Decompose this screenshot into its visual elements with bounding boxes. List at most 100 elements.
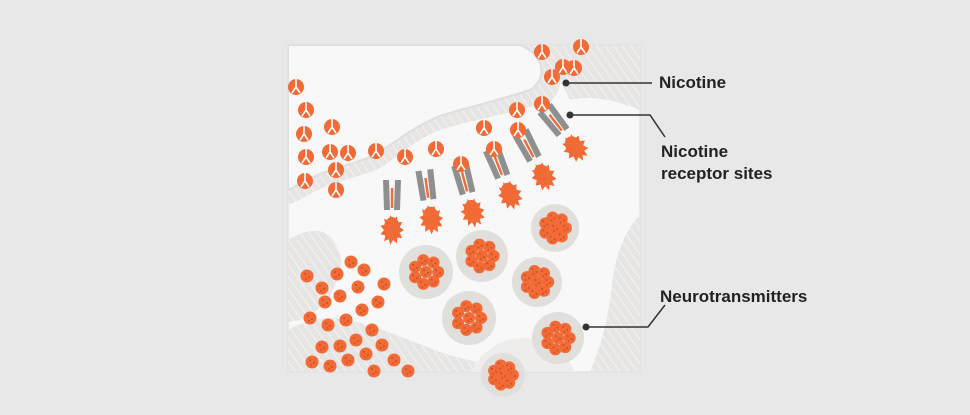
neurotransmitter bbox=[452, 317, 465, 330]
neurotransmitter bbox=[377, 277, 391, 291]
nicotine-molecule bbox=[322, 144, 338, 160]
neurotransmitter bbox=[315, 340, 329, 354]
receptor-site bbox=[380, 180, 404, 245]
nicotine-molecule bbox=[476, 120, 492, 136]
vesicle-group bbox=[300, 204, 584, 397]
label-receptor-line2: receptor sites bbox=[661, 164, 773, 183]
neurotransmitter bbox=[409, 260, 422, 273]
neurotransmitter bbox=[300, 269, 314, 283]
neurotransmitter bbox=[487, 250, 500, 262]
leader-dot-receptor bbox=[566, 111, 574, 119]
neurotransmitter bbox=[318, 295, 332, 309]
neurotransmitter bbox=[483, 240, 496, 253]
neurotransmitter bbox=[470, 321, 483, 334]
nicotine-molecule bbox=[453, 156, 469, 172]
neurotransmitter bbox=[409, 271, 422, 284]
neurotransmitter bbox=[359, 347, 373, 361]
vesicle bbox=[512, 257, 562, 307]
vesicle bbox=[531, 204, 579, 252]
leader-dot-neuro bbox=[582, 323, 590, 331]
neurotransmitter bbox=[555, 230, 568, 243]
leader-receptor bbox=[570, 114, 666, 138]
nicotine-molecule bbox=[297, 173, 313, 189]
neurotransmitter bbox=[387, 353, 401, 367]
label-nicotine-receptor-sites: Nicotine receptor sites bbox=[661, 141, 773, 185]
lower-left-membrane bbox=[288, 230, 342, 322]
neurotransmitter bbox=[357, 263, 371, 277]
neurotransmitter bbox=[344, 255, 358, 269]
neurotransmitter bbox=[355, 303, 369, 317]
vesicle bbox=[481, 353, 525, 397]
neurotransmitter bbox=[541, 337, 554, 350]
nicotine-molecule bbox=[397, 149, 413, 165]
nicotine-molecule bbox=[296, 126, 312, 142]
nicotine-molecule bbox=[298, 102, 314, 118]
neurotransmitter bbox=[305, 355, 319, 369]
neurotransmitter bbox=[401, 364, 415, 378]
nicotine-molecule bbox=[298, 149, 314, 165]
neurotransmitter bbox=[351, 280, 365, 294]
receptor-site bbox=[415, 168, 444, 235]
neurotransmitter bbox=[488, 373, 501, 386]
neurotransmitter bbox=[528, 265, 541, 278]
vesicle bbox=[442, 291, 496, 345]
neurotransmitter bbox=[538, 284, 551, 297]
neurotransmitter bbox=[555, 213, 568, 226]
neurotransmitter bbox=[483, 259, 496, 272]
nicotine-molecule bbox=[534, 96, 550, 112]
neurotransmitter bbox=[432, 266, 445, 278]
neurotransmitter bbox=[549, 222, 561, 234]
neurotransmitter bbox=[321, 318, 335, 332]
label-nicotine: Nicotine bbox=[659, 73, 727, 92]
neurotransmitter bbox=[315, 281, 329, 295]
neurotransmitter bbox=[531, 276, 543, 288]
neurotransmitter bbox=[349, 333, 363, 347]
neurotransmitter bbox=[476, 250, 488, 262]
leader-neuro bbox=[586, 304, 666, 328]
nicotine-molecule bbox=[340, 145, 356, 161]
neurotransmitter bbox=[420, 266, 432, 278]
receptor-site bbox=[537, 103, 589, 162]
neurotransmitter bbox=[365, 323, 379, 337]
neurotransmitter bbox=[452, 306, 465, 319]
neurotransmitter bbox=[549, 320, 562, 333]
neurotransmitter bbox=[417, 254, 430, 267]
neurotransmitter bbox=[465, 255, 478, 268]
neurotransmitter bbox=[470, 302, 483, 315]
neurotransmitter bbox=[460, 300, 473, 313]
receptor-group bbox=[380, 103, 589, 245]
neurotransmitter bbox=[367, 364, 381, 378]
nicotine-molecule bbox=[328, 182, 344, 198]
neurotransmitter bbox=[333, 339, 347, 353]
neurotransmitter bbox=[330, 267, 344, 281]
nicotine-molecule bbox=[573, 39, 589, 55]
nicotine-molecule bbox=[368, 143, 384, 159]
vesicle bbox=[532, 312, 584, 364]
nicotine-molecule bbox=[324, 119, 340, 135]
receptor-site bbox=[512, 128, 557, 191]
neurotransmitter bbox=[559, 322, 572, 335]
nicotine-molecules bbox=[288, 39, 589, 198]
neurotransmitter bbox=[563, 332, 576, 344]
neurotransmitter bbox=[375, 338, 389, 352]
neurotransmitter bbox=[333, 289, 347, 303]
nicotine-molecule bbox=[428, 141, 444, 157]
nicotine-molecule bbox=[486, 141, 502, 157]
neurotransmitter bbox=[417, 277, 430, 290]
neurotransmitter bbox=[520, 280, 533, 293]
neurotransmitter bbox=[538, 267, 551, 280]
nicotine-molecule bbox=[534, 44, 550, 60]
label-receptor-line1: Nicotine bbox=[661, 142, 729, 161]
nicotine-molecule bbox=[288, 79, 304, 95]
leader-lines bbox=[566, 82, 666, 328]
nicotine-molecule bbox=[328, 162, 344, 178]
nicotine-molecule bbox=[510, 122, 526, 138]
nicotine-molecule bbox=[544, 69, 560, 85]
nicotine-molecule bbox=[509, 102, 525, 118]
neurotransmitter bbox=[546, 211, 559, 224]
leader-dot-nicotine bbox=[562, 79, 570, 87]
right-dendrite-membrane bbox=[590, 215, 640, 372]
label-neurotransmitters: Neurotransmitters bbox=[660, 287, 808, 306]
neurotransmitter bbox=[339, 313, 353, 327]
